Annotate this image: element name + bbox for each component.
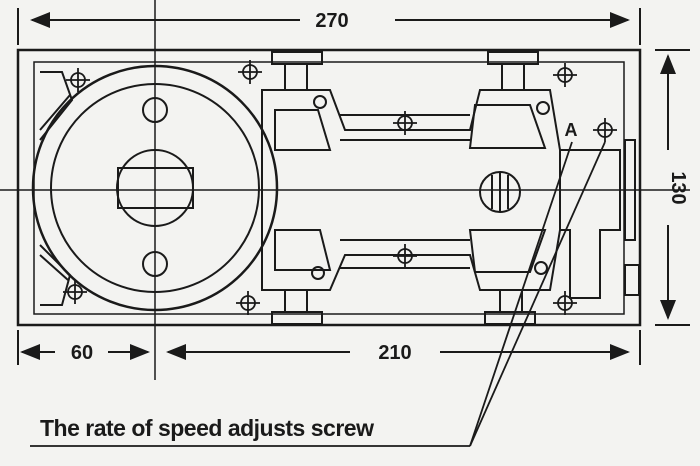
dimension-130: 130 (655, 49, 690, 326)
dimension-210: 210 (166, 330, 641, 365)
leader-lines (30, 141, 606, 447)
inner-housing (33, 61, 625, 315)
dimension-210-label: 210 (378, 342, 411, 364)
dimension-270-label: 270 (315, 10, 348, 32)
mounting-bolts (63, 60, 617, 315)
outer-housing (16, 48, 642, 327)
dimension-60: 60 (17, 330, 150, 365)
adjusting-nuts (271, 51, 539, 325)
cam-wheel (31, 64, 279, 312)
dimension-60-label: 60 (71, 342, 93, 364)
spring-arms (39, 71, 74, 306)
caption: The rate of speed adjusts screw (40, 415, 374, 441)
point-a-label: A (565, 120, 578, 140)
dimension-130-label: 130 (667, 171, 689, 204)
dimension-270: 270 (17, 8, 641, 45)
hinge-body (261, 89, 640, 299)
